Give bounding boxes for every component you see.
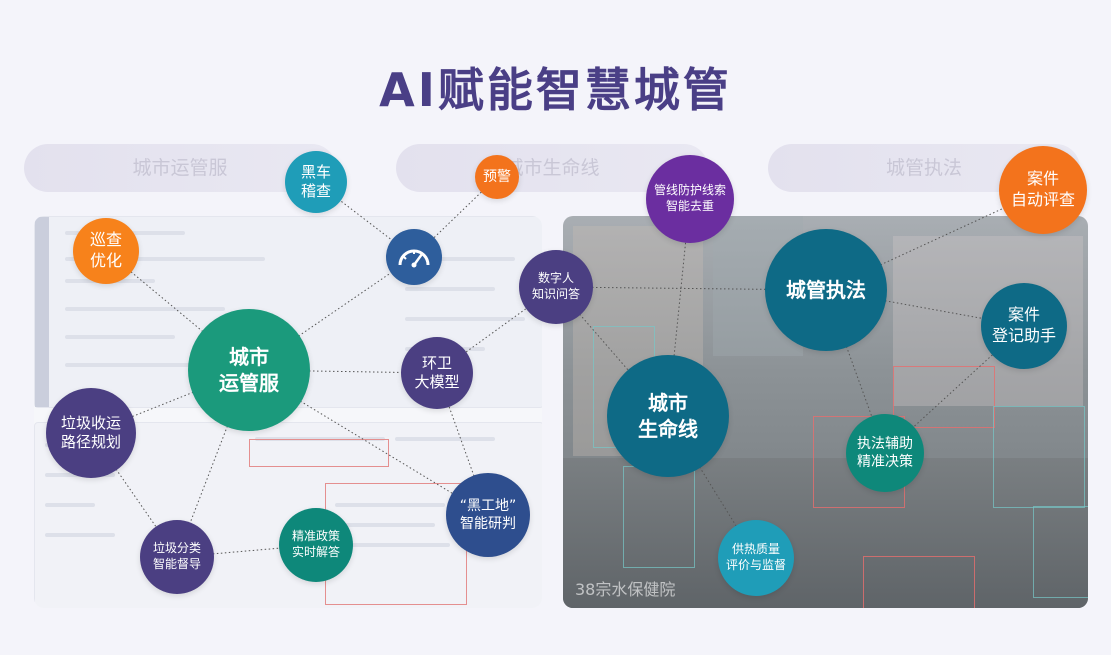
node-enforcement-decision: 执法辅助 精准决策 [846, 414, 924, 492]
street-road [563, 458, 1088, 608]
dashboard-sidebar [35, 217, 49, 407]
node-garbage-route-planning: 垃圾收运 路径规划 [46, 388, 136, 478]
node-digital-human-qa: 数字人 知识问答 [519, 250, 593, 324]
node-city-lifeline: 城市 生命线 [607, 355, 729, 477]
node-law-enforcement: 城管执法 [765, 229, 887, 351]
image-watermark: 38宗水保健院 [575, 580, 676, 599]
node-pipeline-dedup: 管线防护线索 智能去重 [646, 155, 734, 243]
section-pill-city-ops: 城市运管服 [24, 144, 336, 192]
node-black-car-inspection: 黑车 稽查 [285, 151, 347, 213]
node-policy-answers: 精准政策 实时解答 [279, 508, 353, 582]
node-case-auto-review: 案件 自动评查 [999, 146, 1087, 234]
highlight-box [249, 439, 389, 467]
node-black-site-analysis: “黑工地” 智能研判 [446, 473, 530, 557]
node-warning: 预警 [475, 155, 519, 199]
node-case-register-assistant: 案件 登记助手 [981, 283, 1067, 369]
speedometer-icon [386, 229, 442, 285]
node-sanitation-model: 环卫 大模型 [401, 337, 473, 409]
page-title: AI赋能智慧城管 [379, 63, 732, 117]
node-heating-quality: 供热质量 评价与监督 [718, 520, 794, 596]
speedometer-icon-graphic [398, 249, 430, 268]
node-patrol-optimization: 巡查 优化 [73, 218, 139, 284]
node-garbage-sorting-supervision: 垃圾分类 智能督导 [140, 520, 214, 594]
node-city-ops: 城市 运管服 [188, 309, 310, 431]
